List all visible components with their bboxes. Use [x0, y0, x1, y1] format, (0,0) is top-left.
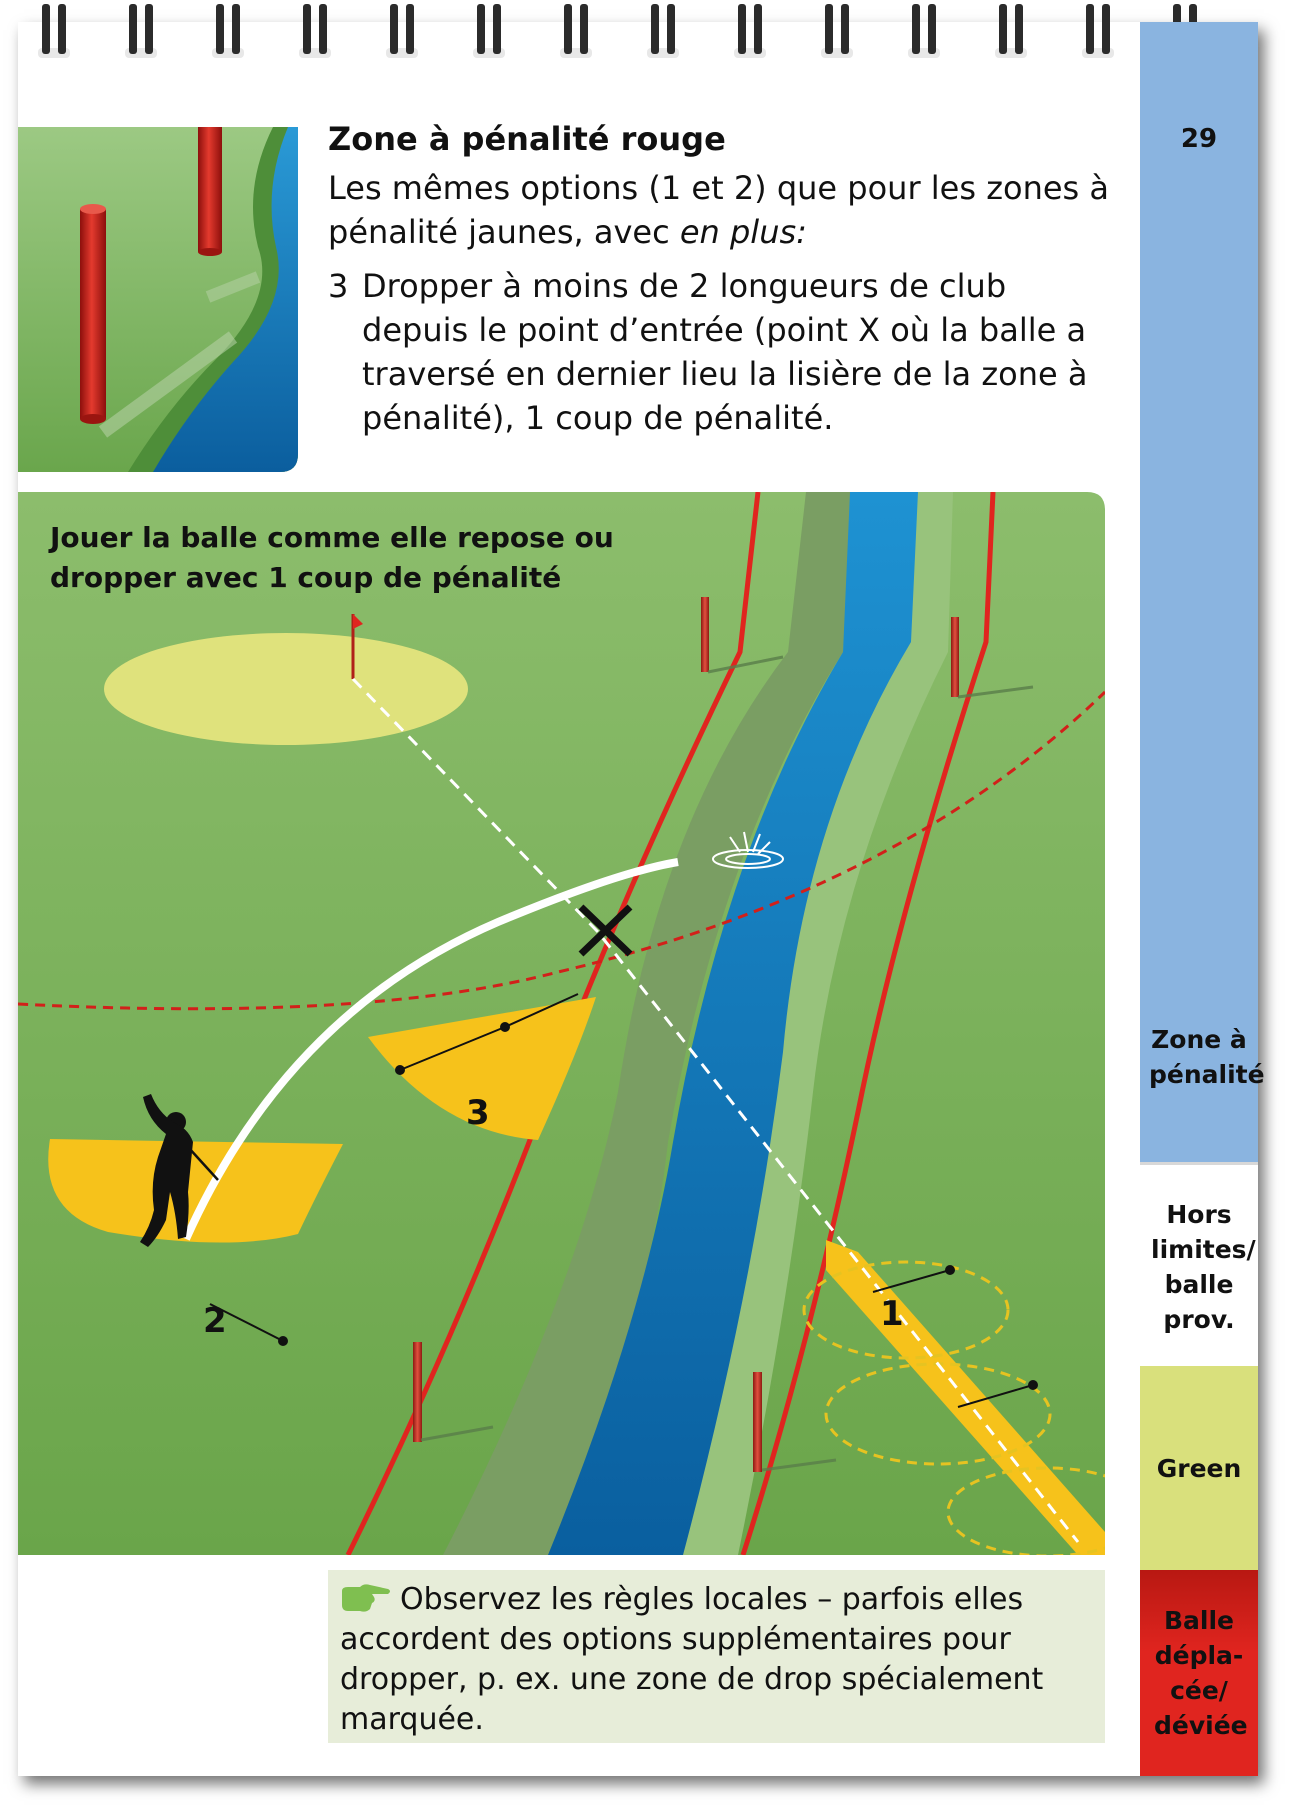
reference-line	[351, 677, 1080, 1543]
note-text: Observez les règles locales – parfois el…	[340, 1582, 1044, 1737]
drop-zone-3	[368, 997, 596, 1140]
spiral-binding	[38, 4, 1201, 58]
water-hazard	[548, 492, 918, 1555]
note-paragraph: Observez les règles locales – parfois el…	[340, 1580, 1090, 1740]
spiral-ring	[390, 4, 398, 54]
club-indicators	[209, 993, 1038, 1408]
spiral-ring	[667, 4, 675, 54]
tab-label: Green	[1156, 1453, 1242, 1483]
penalty-area-diagram: 3 2 1	[18, 492, 1105, 1555]
spiral-ring	[129, 4, 137, 54]
putting-green	[104, 633, 468, 745]
label-2: 2	[203, 1301, 227, 1341]
diagram-caption: Jouer la balle comme elle repose ou drop…	[50, 521, 614, 594]
note-box: Observez les règles locales – parfois el…	[328, 1570, 1105, 1743]
chapter-tabs: 29 Zone à pénalité Hors limites/ balle p…	[1140, 22, 1265, 1776]
tab-balle-deplacee[interactable]: Balle dépla-cée/ déviée	[1140, 1570, 1258, 1776]
tab-hors-limites[interactable]: Hors limites/ balle prov.	[1140, 1162, 1258, 1369]
left-bank	[443, 492, 853, 1555]
spiral-ring	[928, 4, 936, 54]
spiral-ring	[303, 4, 311, 54]
flag-icon	[353, 614, 363, 629]
tab-label: Hors limites/ balle prov.	[1151, 1200, 1256, 1334]
spiral-ring	[1102, 4, 1110, 54]
spiral-ring	[754, 4, 762, 54]
splash-icon	[712, 831, 784, 869]
spiral-ring	[1086, 4, 1094, 54]
spiral-ring	[564, 4, 572, 54]
section-heading: Zone à pénalité rouge	[328, 120, 726, 158]
spiral-ring	[42, 4, 50, 54]
spiral-ring	[58, 4, 66, 54]
tab-label: Zone à pénalité	[1149, 1025, 1265, 1089]
tab-green[interactable]: Green	[1140, 1366, 1258, 1570]
golfer-silhouette-icon	[140, 1094, 219, 1247]
option-text: Dropper à moins de 2 longueurs de club d…	[362, 267, 1088, 437]
page-number: 29	[1180, 124, 1218, 154]
spiral-ring	[738, 4, 746, 54]
spiral-ring	[1015, 4, 1023, 54]
spiral-ring	[319, 4, 327, 54]
spiral-ring	[651, 4, 659, 54]
right-bank	[678, 492, 953, 1555]
spiral-ring	[406, 4, 414, 54]
option-3: 3 Dropper à moins de 2 longueurs de club…	[328, 264, 1118, 440]
tab-label: Balle dépla-cée/ déviée	[1154, 1606, 1248, 1740]
entry-point-x	[578, 904, 633, 957]
ball-trajectory	[182, 858, 679, 1241]
spiral-ring	[841, 4, 849, 54]
spiral-ring	[912, 4, 920, 54]
intro-paragraph: Les mêmes options (1 et 2) que pour les …	[328, 166, 1128, 254]
spiral-ring	[232, 4, 240, 54]
intro-text: Les mêmes options (1 et 2) que pour les …	[328, 169, 1109, 251]
option-number: 3	[328, 267, 349, 305]
red-line-right	[740, 492, 996, 1555]
spiral-ring	[825, 4, 833, 54]
penalty-stakes-thumbnail	[18, 127, 298, 472]
tab-zone-penalite[interactable]: 29 Zone à pénalité	[1140, 22, 1265, 1162]
spiral-ring	[477, 4, 485, 54]
spiral-ring	[145, 4, 153, 54]
spiral-ring	[216, 4, 224, 54]
spiral-ring	[580, 4, 588, 54]
label-1: 1	[880, 1294, 904, 1334]
red-stakes	[413, 597, 959, 1472]
spiral-ring	[493, 4, 501, 54]
label-3: 3	[466, 1093, 490, 1133]
drop-zone-2	[48, 1139, 344, 1243]
pointing-hand-icon	[342, 1584, 390, 1612]
spiral-ring	[999, 4, 1007, 54]
intro-emphasis: en plus:	[679, 213, 807, 251]
